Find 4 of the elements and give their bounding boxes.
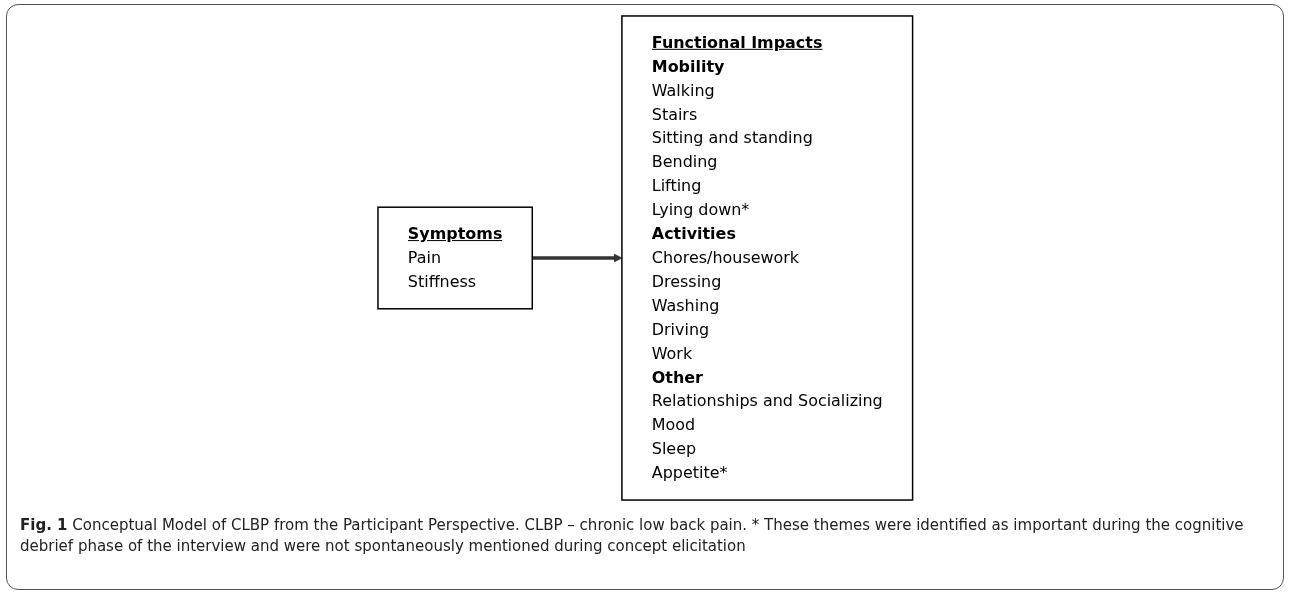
caption: Fig. 1 Conceptual Model of CLBP from the Participant Perspective. CLBP – chronic low back pain. * These themes were identified as important during the cognitive debrief phase of the interview and were not spontaneously mentioned during concept elicitation xyxy=(20,515,1245,557)
node-box: Symptoms Pain Stiffness xyxy=(376,206,533,310)
arrow xyxy=(532,253,622,263)
node-box: Functional Impacts Mobility Walking Stairs Sitting and standing Bending Lifting Lying down* Activities Chores/housework Dressing Washing Driving Work Other Relationships and Socializing Mood Sleep Appetite* xyxy=(620,15,914,501)
